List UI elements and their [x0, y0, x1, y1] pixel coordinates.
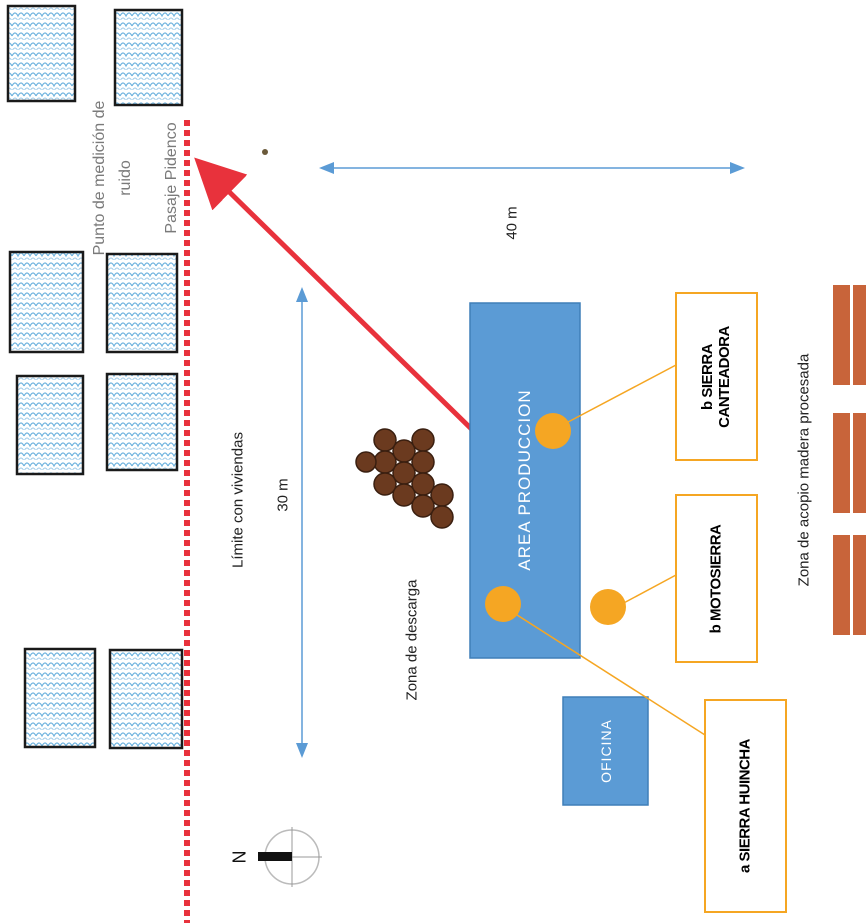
log-pile-icon — [355, 428, 454, 529]
houses — [6, 4, 184, 750]
boundary-label: Límite con viviendas — [229, 432, 247, 568]
unloading-zone-label: Zona de descarga — [403, 579, 421, 701]
motosierra-connector — [619, 574, 677, 606]
house-4 — [105, 252, 179, 354]
production-area-label: AREA PRODUCCION — [515, 389, 534, 571]
storage-zone-label: Zona de acopio madera procesada — [795, 353, 813, 587]
house-1 — [6, 4, 77, 103]
house-8 — [108, 648, 184, 750]
canteadora-connector — [552, 364, 677, 431]
house-3 — [8, 250, 85, 354]
dimension-30m-label: 30 m — [274, 478, 292, 512]
north-label: N — [229, 850, 250, 864]
processed-wood-stacks — [833, 285, 866, 635]
motosierra-box — [675, 494, 758, 663]
noise-direction-arrow — [194, 157, 500, 457]
house-5 — [15, 374, 85, 476]
motosierra-label: b MOTOSIERRA — [707, 524, 725, 634]
house-2 — [113, 8, 184, 107]
canteadora-label-line2: CANTEADORA — [716, 326, 733, 428]
huincha-label: a SIERRA HUINCHA — [736, 739, 754, 873]
dimension-40m-label: 40 m — [503, 206, 521, 240]
noise-measurement-point-label: Punto de medición de ruido — [91, 100, 134, 256]
north-compass-icon — [258, 827, 322, 887]
pasaje-pidenco-label: Pasaje Pidenco — [163, 122, 180, 234]
canteadora-label-line1: b SIERRA — [699, 343, 716, 411]
motosierra-marker — [590, 589, 626, 625]
house-6 — [105, 372, 179, 472]
huincha-marker — [485, 586, 521, 622]
measurement-dot — [262, 149, 268, 155]
huincha-connector — [502, 605, 706, 736]
canteadora-label: b SIERRA CANTEADORA — [699, 326, 733, 428]
canteadora-marker — [535, 413, 571, 449]
house-7 — [23, 647, 97, 749]
canteadora-box — [675, 292, 758, 461]
huincha-box — [704, 699, 787, 913]
office-building — [562, 696, 649, 806]
office-label: OFICINA — [598, 719, 614, 783]
